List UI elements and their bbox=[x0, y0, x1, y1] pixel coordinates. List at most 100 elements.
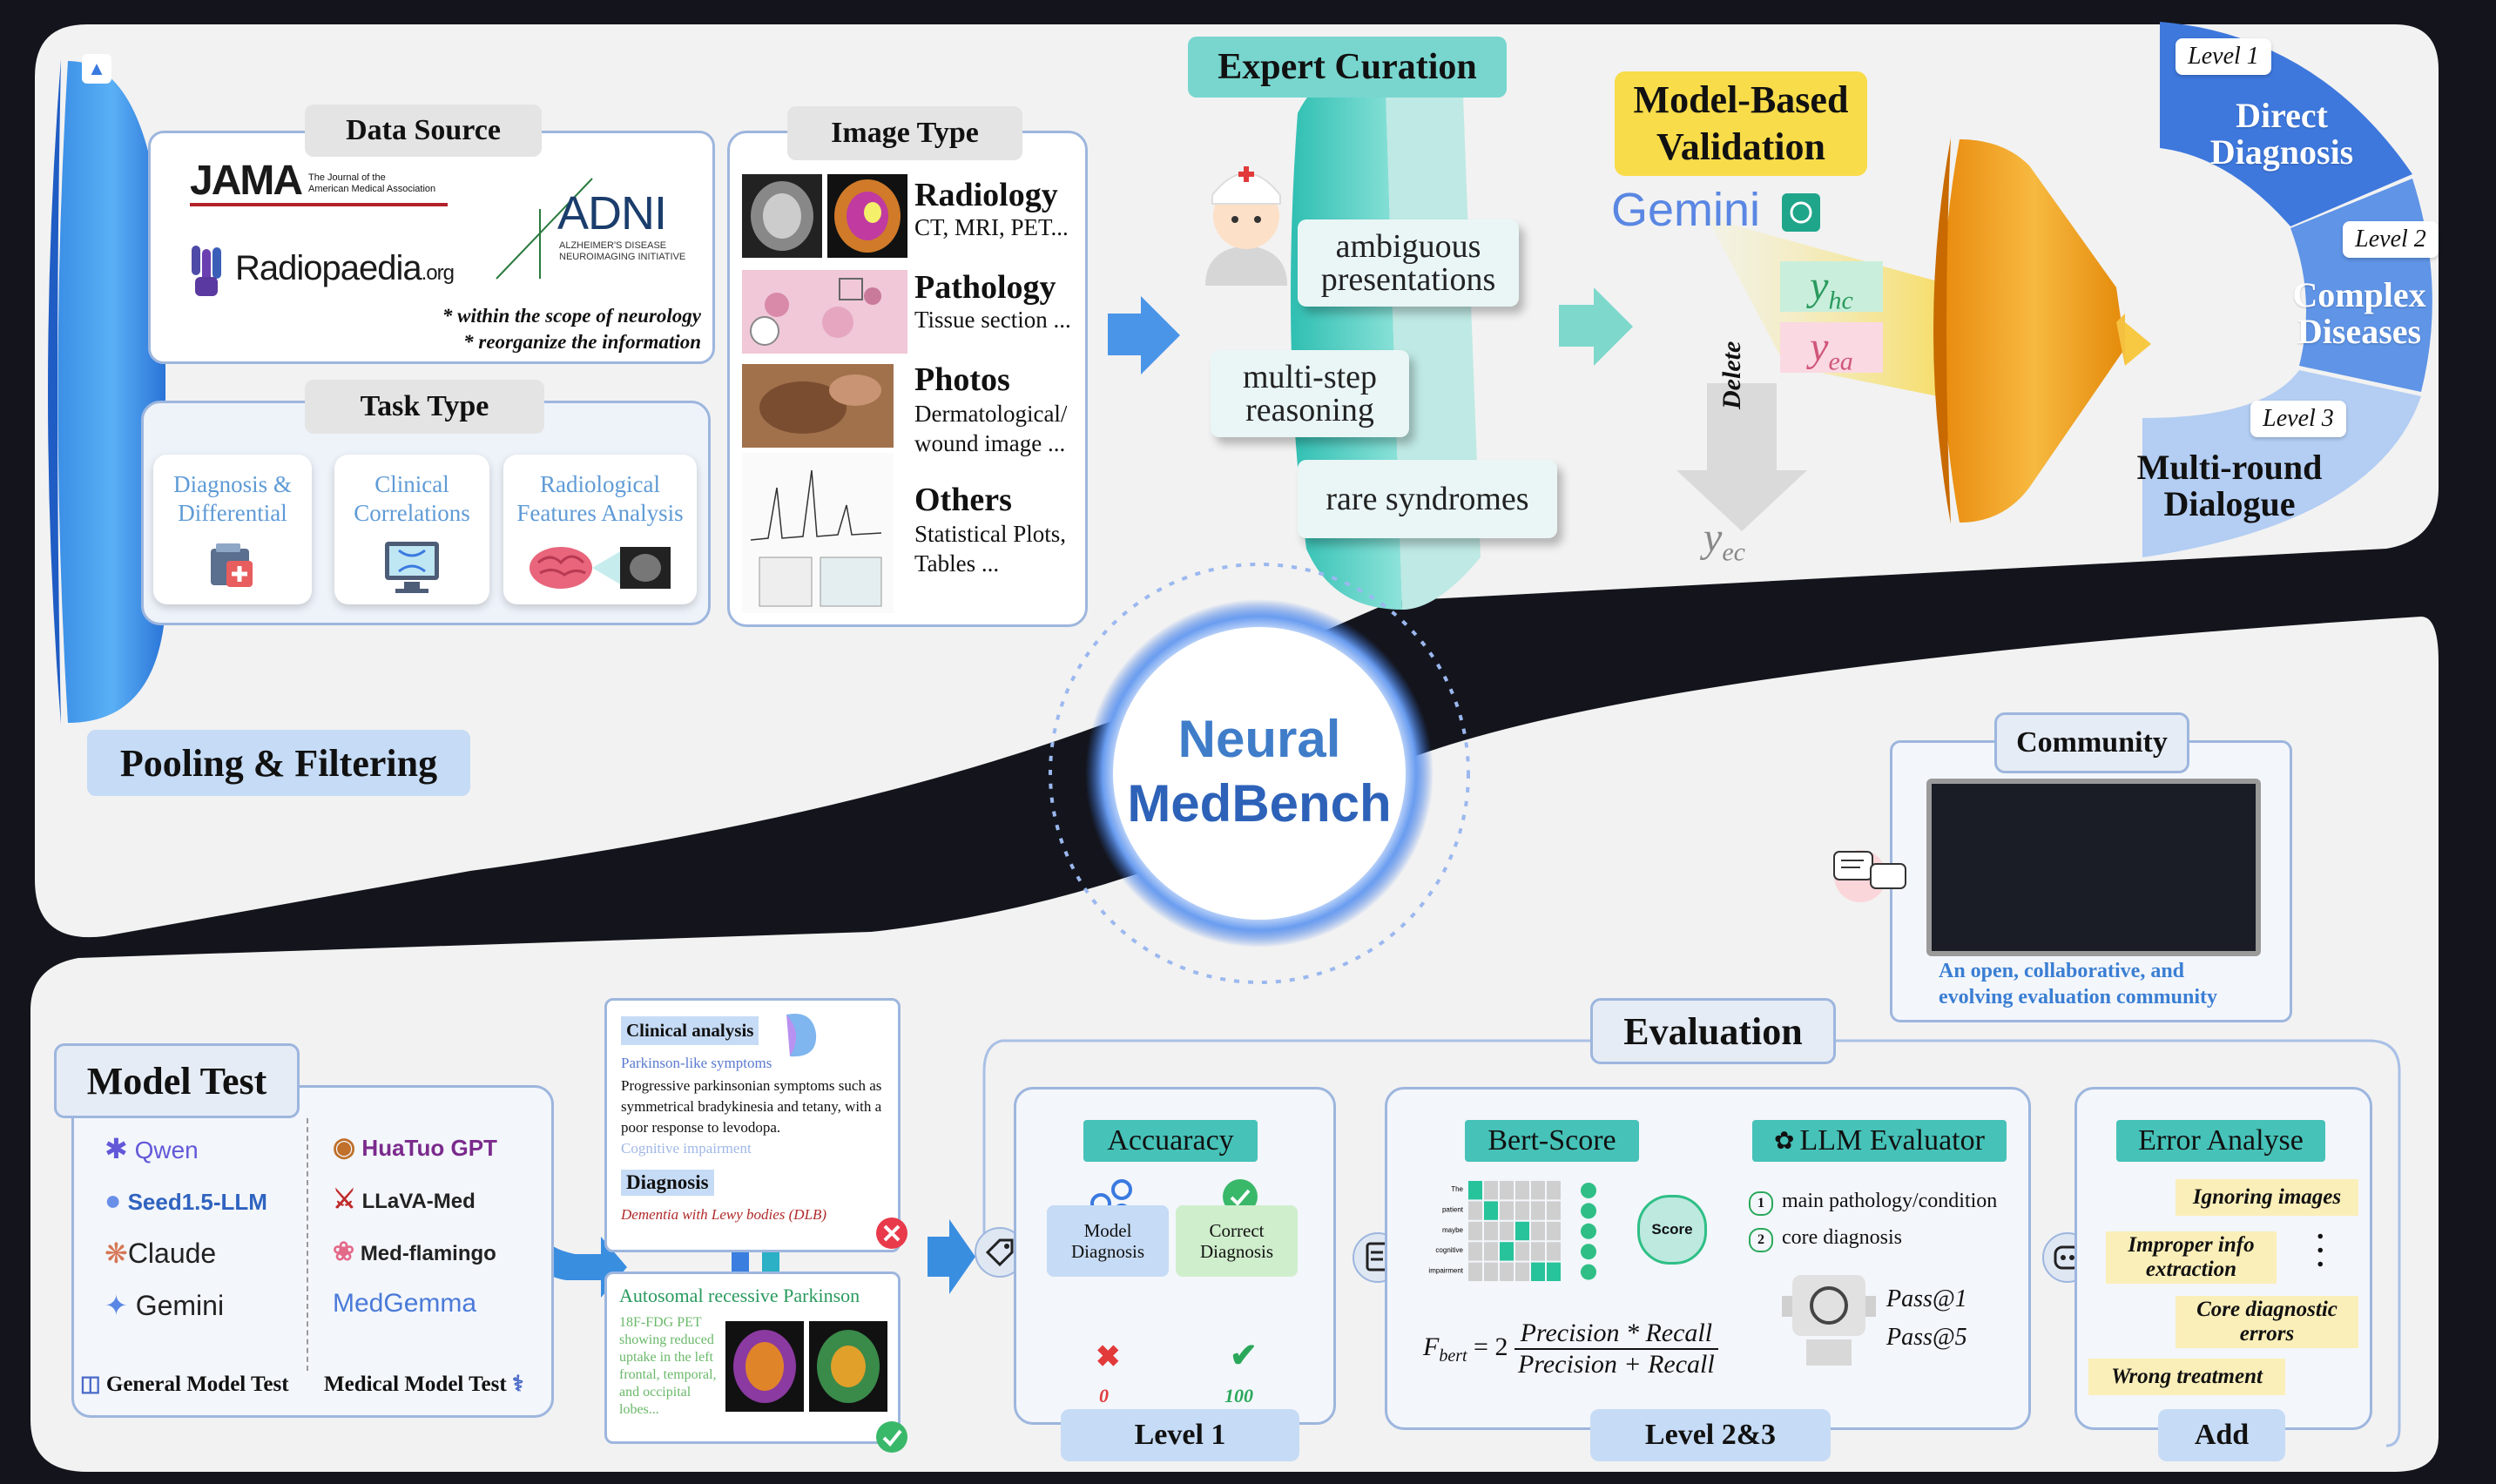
diagnosis-header: Diagnosis bbox=[621, 1170, 714, 1196]
pathology-name: Pathology bbox=[914, 269, 1056, 306]
center-title: Neural MedBench bbox=[1113, 707, 1406, 836]
model-gemini: ✦ Gemini bbox=[105, 1289, 267, 1341]
general-model-test-label: ◫ General Model Test bbox=[80, 1371, 289, 1397]
yea-label: yea bbox=[1780, 322, 1883, 376]
task-radiological-card: Radiological Features Analysis bbox=[503, 455, 697, 604]
matrix-cell bbox=[1515, 1262, 1529, 1281]
general-models: ✱ Qwen ● Seed1.5-LLM ❋Claude ✦ Gemini bbox=[105, 1132, 267, 1341]
photos-name: Photos bbox=[914, 361, 1010, 398]
level1-label: Level 1 bbox=[1061, 1409, 1299, 1461]
clinical-analysis-header: Clinical analysis bbox=[621, 1016, 759, 1045]
community-title: Community bbox=[1994, 712, 2189, 773]
card-ambiguous: ambiguous presentations bbox=[1298, 219, 1519, 307]
evaluation-title: Evaluation bbox=[1590, 998, 1836, 1064]
medical-model-test-label: Medical Model Test ⚕ bbox=[324, 1371, 524, 1397]
accuracy-title: Accuaracy bbox=[1083, 1120, 1258, 1162]
matrix-cell bbox=[1500, 1201, 1514, 1220]
matrix-cell bbox=[1547, 1262, 1561, 1281]
yec-sub: ec bbox=[1722, 537, 1745, 567]
radiology-name: Radiology bbox=[914, 177, 1058, 213]
data-source-notes: * within the scope of neurology * reorga… bbox=[392, 303, 701, 355]
pass5: Pass@5 bbox=[1886, 1324, 1967, 1351]
matrix-cell bbox=[1531, 1181, 1545, 1200]
level1-name: Direct Diagnosis bbox=[2209, 96, 2354, 172]
medical-folder-icon bbox=[211, 543, 253, 587]
task-radiological-label: Radiological Features Analysis bbox=[516, 471, 684, 526]
error-improper-extraction: Improper info extraction bbox=[2106, 1231, 2277, 1284]
matrix-cell bbox=[1531, 1201, 1545, 1220]
more-dots-icon: ... bbox=[2317, 1213, 2324, 1273]
dna-monitor-icon bbox=[385, 542, 439, 593]
level2-tag: Level 2 bbox=[2343, 221, 2439, 258]
chat-bubbles-icon bbox=[1833, 850, 1906, 902]
model-diagnosis-box: Model Diagnosis bbox=[1047, 1205, 1169, 1277]
pooling-filtering-label: Pooling & Filtering bbox=[87, 730, 470, 796]
task-type-title: Task Type bbox=[305, 380, 544, 434]
model-medgemma: MedGemma bbox=[333, 1289, 497, 1341]
matrix-cell bbox=[1500, 1181, 1514, 1200]
doctor-icon bbox=[1205, 166, 1287, 286]
gemini-star-icon: ✦ bbox=[105, 1290, 128, 1321]
card-multistep: multi-step reasoning bbox=[1211, 350, 1409, 437]
matrix-cell bbox=[1484, 1221, 1498, 1241]
model-flamingo: ❀ Med-flamingo bbox=[333, 1237, 497, 1289]
model-test-divider bbox=[307, 1118, 310, 1371]
item1-number: 1 bbox=[1749, 1191, 1773, 1216]
adni-sub1: ALZHEIMER'S DISEASE bbox=[559, 240, 667, 251]
formula-eq: = 2 bbox=[1474, 1332, 1508, 1361]
add-button[interactable]: Add bbox=[2158, 1409, 2285, 1461]
task-diagnosis-card: Diagnosis & Differential bbox=[153, 455, 312, 604]
image-type-title: Image Type bbox=[787, 106, 1022, 160]
alt-text: 18F-FDG PET showing reduced uptake in th… bbox=[619, 1315, 717, 1417]
radiopaedia-icon bbox=[192, 246, 221, 296]
gemini-logo: Gemini bbox=[1611, 184, 1761, 236]
data-source-box bbox=[148, 131, 715, 364]
claude-label: Claude bbox=[127, 1238, 217, 1269]
community-caption-l2: evolving evaluation community bbox=[1939, 986, 2218, 1008]
radiology-desc: CT, MRI, PET... bbox=[914, 214, 1069, 240]
correct-icon bbox=[876, 1421, 907, 1453]
item1-text: main pathology/condition bbox=[1782, 1190, 1998, 1212]
matrix-cell bbox=[1468, 1262, 1482, 1281]
matrix-cell bbox=[1515, 1181, 1529, 1200]
ai-orb-icon bbox=[786, 1013, 817, 1057]
adni-sub2: NEUROIMAGING INITIATIVE bbox=[559, 252, 686, 262]
community-leaderboard-screenshot[interactable] bbox=[1926, 779, 2261, 956]
level1-tag: Level 1 bbox=[2176, 38, 2271, 75]
model-huatuo: ◉ HuaTuo GPT bbox=[333, 1132, 497, 1184]
huatuo-label: HuaTuo GPT bbox=[361, 1135, 497, 1161]
model-llava: ⚔ LLaVA-Med bbox=[333, 1184, 497, 1237]
zero-score: 0 bbox=[1099, 1385, 1109, 1406]
yhc-y: y bbox=[1810, 263, 1829, 309]
jama-text: JAMA bbox=[190, 158, 303, 204]
matrix-cell bbox=[1484, 1242, 1498, 1261]
app-logo-icon: ▲ bbox=[82, 54, 111, 84]
bert-formula: Fbert = 2 Precision * Recall Precision +… bbox=[1423, 1319, 1718, 1379]
score-dot bbox=[1581, 1244, 1596, 1260]
formula-lhs: Fbert = 2 bbox=[1423, 1332, 1508, 1366]
formula-numerator: Precision * Recall bbox=[1514, 1319, 1718, 1350]
llm-evaluator-title: ✿LLM Evaluator bbox=[1752, 1120, 2007, 1162]
level2-name: Complex Diseases bbox=[2292, 275, 2426, 351]
item2-text: core diagnosis bbox=[1782, 1226, 1902, 1249]
error-core-diagnostic: Core diagnostic errors bbox=[2176, 1296, 2358, 1348]
score-dot bbox=[1581, 1264, 1596, 1280]
photos-desc: Dermatological/ wound image ... bbox=[914, 401, 1068, 456]
pet-scan-thumbnail bbox=[725, 1321, 887, 1412]
validation-line1: Model-Based bbox=[1633, 78, 1849, 121]
note-reorganize: * reorganize the information bbox=[463, 331, 701, 353]
matrix-row-label: patient bbox=[1442, 1205, 1464, 1213]
score-dot bbox=[1581, 1183, 1596, 1198]
task-clinical-label: Clinical Correlations bbox=[354, 471, 470, 526]
others-desc: Statistical Plots, Tables ... bbox=[914, 521, 1067, 577]
